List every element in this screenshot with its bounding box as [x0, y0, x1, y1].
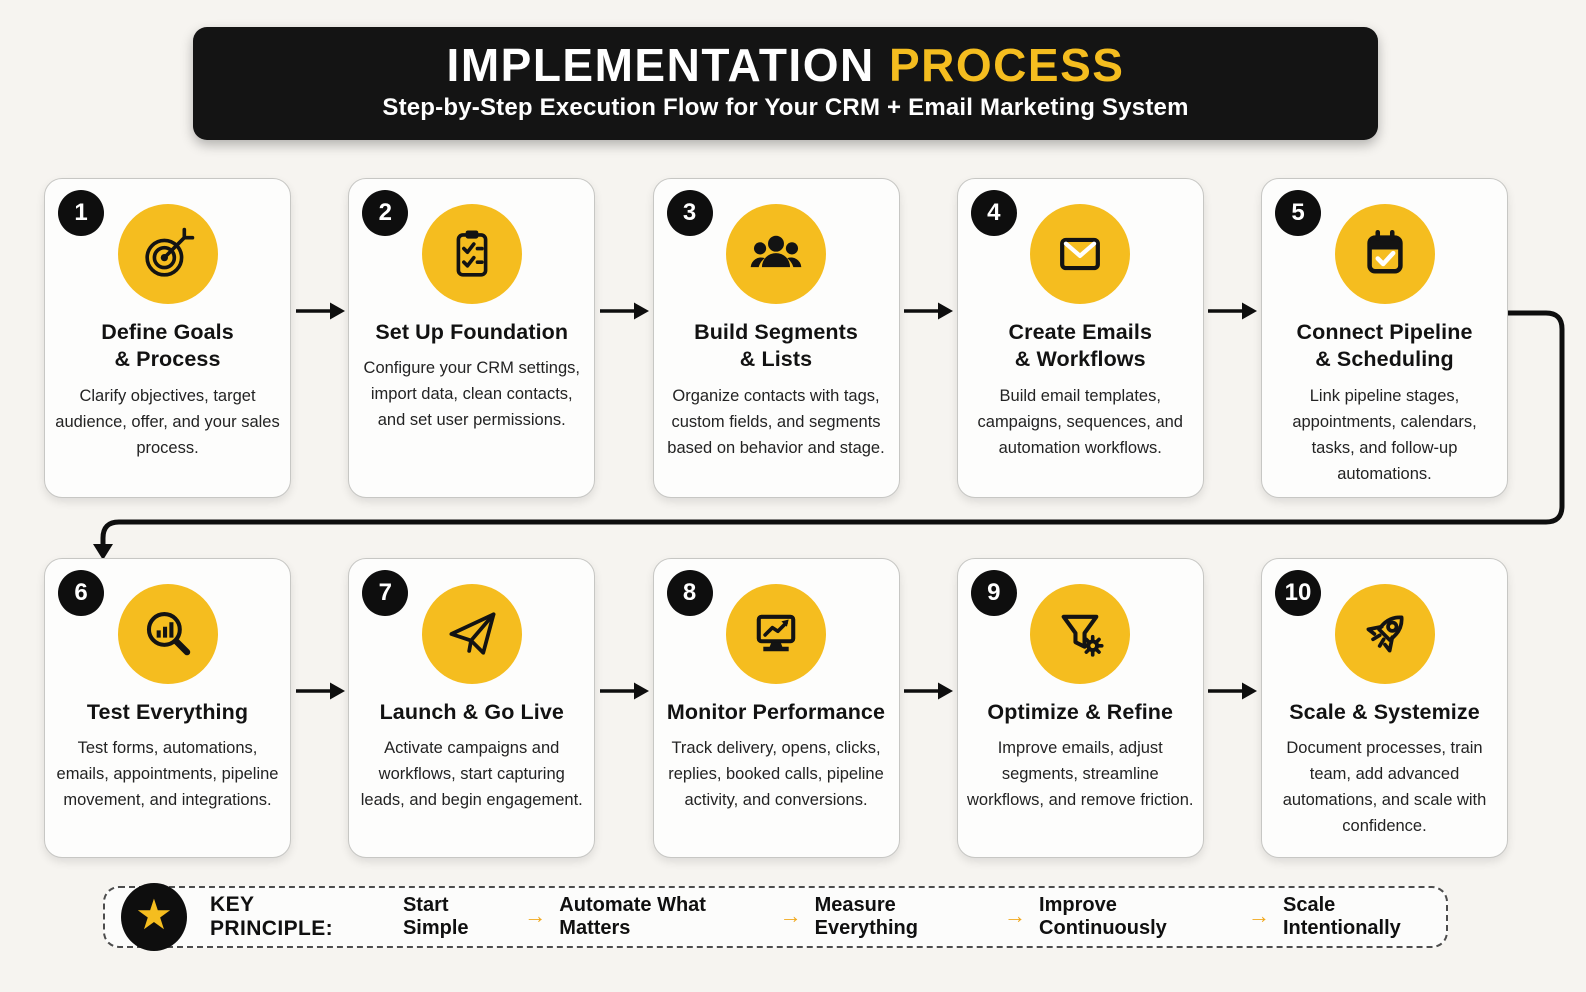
step-card: 5 Connect Pipeline & Scheduling Link pip…	[1261, 178, 1508, 498]
envelope-icon	[1030, 204, 1131, 304]
flow-arrow-icon	[902, 678, 954, 704]
step-description: Improve emails, adjust segments, streaml…	[967, 739, 1194, 810]
paper-plane-icon	[421, 584, 522, 684]
process-row-top: 1 Define Goals & Process Clarify objecti…	[44, 178, 1508, 498]
step-number-badge: 4	[970, 190, 1017, 236]
target-icon	[117, 204, 218, 304]
key-principle-item: Start Simple	[402, 894, 469, 939]
step-title: Connect Pipeline & Scheduling	[1296, 320, 1473, 372]
step-description: Link pipeline stages, appointments, cale…	[1292, 386, 1477, 483]
step-title: Scale & Systemize	[1289, 700, 1480, 724]
step-title: Build Segments & Lists	[694, 320, 858, 372]
key-principle-label: KEY PRINCIPLE:	[210, 893, 334, 940]
arrow-separator-icon: →	[524, 903, 547, 928]
flow-arrow-icon	[294, 298, 346, 324]
step-card: 3 Build Segments & Lists Organize contac…	[652, 178, 900, 498]
step-number-badge: 6	[58, 570, 104, 616]
step-title: Launch & Go Live	[379, 700, 564, 724]
step-description: Clarify objectives, target audience, off…	[55, 386, 280, 457]
rocket-icon	[1334, 584, 1435, 684]
step-title: Set Up Foundation	[375, 320, 569, 344]
step-number-badge: 2	[362, 190, 409, 236]
flow-arrow-icon	[1206, 298, 1258, 324]
step-description: Organize contacts with tags, custom fiel…	[667, 386, 885, 457]
step-card: 8 Monitor Performance Track delivery, op…	[652, 558, 900, 858]
calendar-check-icon	[1334, 204, 1435, 304]
funnel-gear-icon	[1030, 584, 1131, 684]
page-title: IMPLEMENTATION PROCESS	[193, 40, 1378, 91]
flow-arrow-icon	[902, 298, 954, 324]
step-card: 1 Define Goals & Process Clarify objecti…	[44, 178, 291, 498]
step-description: Track delivery, opens, clicks, replies, …	[668, 739, 884, 810]
step-card: 6 Test Everything Test forms, automation…	[44, 558, 291, 858]
step-description: Test forms, automations, emails, appoint…	[56, 739, 279, 810]
clipboard-check-icon	[421, 204, 522, 304]
step-description: Activate campaigns and workflows, start …	[360, 739, 583, 810]
arrow-separator-icon: →	[779, 903, 802, 928]
step-number-badge: 1	[58, 190, 104, 236]
process-row-bottom: 6 Test Everything Test forms, automation…	[44, 558, 1508, 858]
step-card: 10 Scale & Systemize Document processes,…	[1261, 558, 1508, 858]
step-number-badge: 9	[970, 570, 1017, 616]
step-number-badge: 5	[1275, 190, 1321, 236]
step-title: Optimize & Refine	[987, 700, 1174, 724]
flow-arrow-icon	[294, 678, 346, 704]
page-title-main: IMPLEMENTATION	[446, 39, 875, 91]
key-principle-item: Scale Intentionally	[1283, 894, 1401, 939]
step-description: Document processes, train team, add adva…	[1282, 739, 1487, 836]
star-icon: ★	[121, 883, 187, 951]
search-chart-icon	[117, 584, 218, 684]
step-card: 4 Create Emails & Workflows Build email …	[956, 178, 1204, 498]
arrow-separator-icon: →	[1248, 903, 1270, 928]
step-number-badge: 8	[666, 570, 713, 616]
step-title: Define Goals & Process	[101, 320, 234, 372]
key-principle-item: Improve Continuously	[1039, 894, 1167, 939]
flow-arrow-icon	[598, 678, 650, 704]
key-principle-item: Automate What Matters	[559, 894, 706, 939]
step-description: Build email templates, campaigns, sequen…	[977, 386, 1183, 457]
people-group-icon	[726, 204, 826, 304]
step-title: Create Emails & Workflows	[1008, 320, 1153, 372]
step-title: Test Everything	[86, 700, 249, 724]
key-principle-items: Start Simple → Automate What Matters → Measu…	[403, 894, 1446, 940]
step-card: 7 Launch & Go Live Activate campaigns an…	[348, 558, 596, 858]
key-principle-item: Measure Everything	[814, 894, 918, 939]
step-number-badge: 7	[362, 570, 409, 616]
step-card: 9 Optimize & Refine Improve emails, adju…	[956, 558, 1204, 858]
step-card: 2 Set Up Foundation Configure your CRM s…	[348, 178, 596, 498]
page-subtitle: Step-by-Step Execution Flow for Your CRM…	[382, 93, 1189, 121]
step-title: Monitor Performance	[666, 700, 886, 724]
key-principle-bar: ★ KEY PRINCIPLE: Start Simple → Automate W…	[103, 883, 1448, 951]
monitor-chart-icon	[726, 584, 826, 684]
header-banner: IMPLEMENTATION PROCESS Step-by-Step Exec…	[193, 27, 1378, 140]
flow-arrow-icon	[1206, 678, 1258, 704]
arrow-separator-icon: →	[1004, 903, 1027, 928]
step-number-badge: 3	[666, 190, 713, 236]
page-title-accent: PROCESS	[888, 39, 1125, 91]
flow-arrow-icon	[598, 298, 650, 324]
step-number-badge: 10	[1275, 570, 1321, 616]
step-description: Configure your CRM settings, import data…	[363, 359, 580, 430]
